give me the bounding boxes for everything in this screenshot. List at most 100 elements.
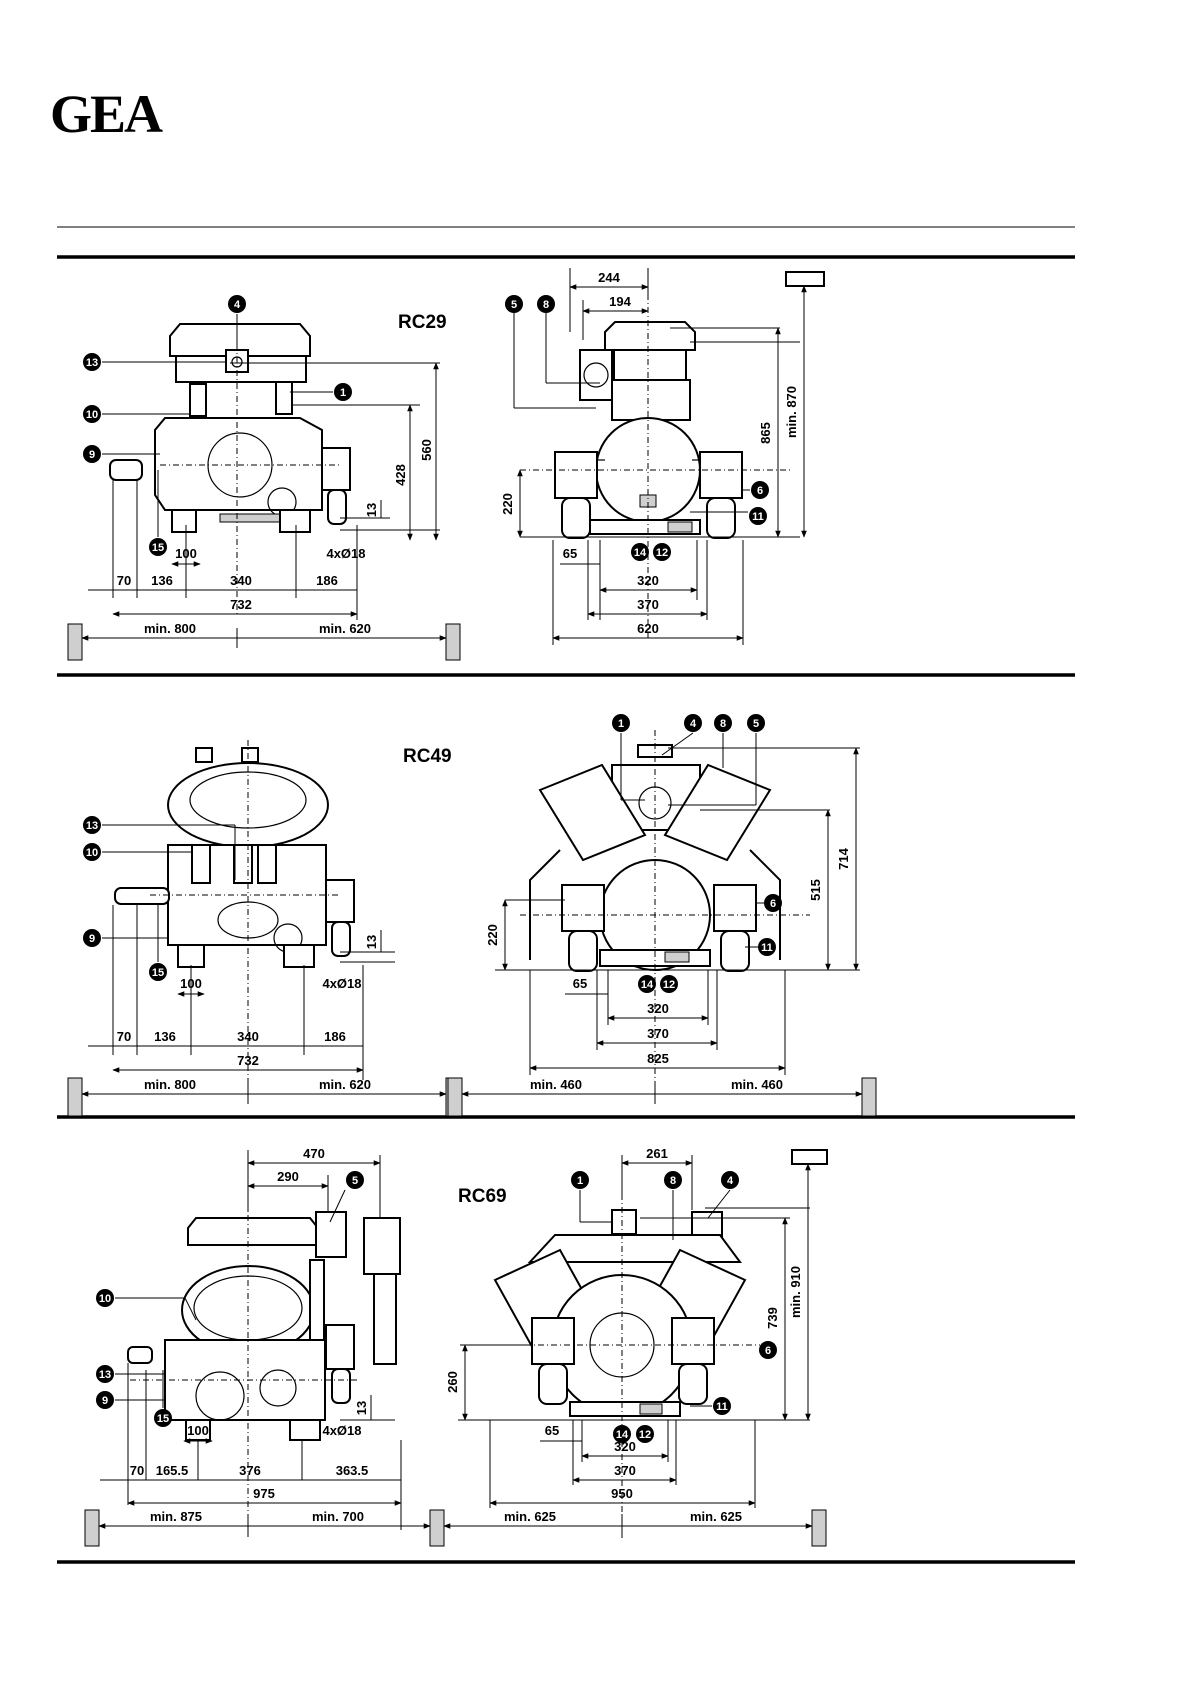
wall-block: [445, 623, 461, 661]
callout-badge: [537, 295, 555, 313]
callout-number: 5: [352, 1175, 358, 1187]
dim-total: 732: [237, 1053, 259, 1068]
dim-vertical: 220: [500, 493, 515, 515]
dim-vertical: min. 870: [784, 386, 799, 438]
callout-number: 8: [670, 1175, 676, 1187]
dim-bottom: 950: [611, 1486, 633, 1501]
callout-number: 9: [102, 1395, 108, 1407]
dim-clearance: min. 800: [144, 1077, 196, 1092]
wall-block: [447, 1077, 463, 1117]
dim-bottom: 186: [316, 573, 338, 588]
callout-badge: [346, 1171, 364, 1189]
callout-number: 14: [641, 979, 654, 991]
wall-block: [67, 1077, 83, 1117]
dim-bottom: 165.5: [156, 1463, 189, 1478]
logo-text: GEA: [50, 84, 163, 144]
callout-badge: [636, 1425, 654, 1443]
callout-number: 15: [152, 542, 164, 554]
callout-badge: [83, 445, 101, 463]
dim-bottom: 186: [324, 1029, 346, 1044]
callout-number: 13: [86, 820, 98, 832]
rc49-front-view: [495, 730, 860, 1100]
dim-bottom: 70: [130, 1463, 144, 1478]
dim-bottom: 65: [545, 1423, 559, 1438]
dim-bottom: 340: [237, 1029, 259, 1044]
callout-number: 12: [639, 1429, 651, 1441]
dim-vertical: 13: [354, 1401, 369, 1415]
dim-vertical: 13: [364, 503, 379, 517]
model-label: RC49: [403, 746, 452, 767]
callout-badge: [714, 714, 732, 732]
callout-number: 11: [716, 1401, 728, 1413]
rc49-front-dimensions: 220 515 714 65 320 370 825 min. 460 min.: [447, 747, 877, 1117]
callout-number: 5: [753, 718, 759, 730]
dim-clearance: min. 625: [504, 1509, 556, 1524]
callout-badge: [638, 975, 656, 993]
callout-badge: [749, 507, 767, 525]
dim-bottom: 825: [647, 1051, 669, 1066]
dim-bottom: 65: [563, 546, 577, 561]
dim-bottom: 370: [614, 1463, 636, 1478]
dim-bottom: 370: [647, 1026, 669, 1041]
callout-badge: [83, 843, 101, 861]
rc29-front-dimensions: 244 194 220 865 min. 870 65 320 370: [500, 268, 825, 645]
rc69-front-dimensions: 261 260 739 min. 910 65 320 370 950: [443, 1146, 828, 1547]
rc69-front-callouts: 1 8 4 6 11 14 12: [571, 1171, 777, 1443]
dim-bottom: 65: [573, 976, 587, 991]
callout-number: 15: [157, 1413, 169, 1425]
callout-badge: [759, 1341, 777, 1359]
callout-badge: [505, 295, 523, 313]
rc49-side-callouts: 13 10 9 15: [83, 816, 236, 981]
wall-block: [84, 1509, 100, 1547]
callout-badge: [334, 383, 352, 401]
dim-bottom: 320: [614, 1439, 636, 1454]
callout-badge: [96, 1365, 114, 1383]
callout-number: 5: [511, 299, 517, 311]
model-label: RC29: [398, 312, 447, 333]
callout-number: 9: [89, 933, 95, 945]
dim-total: 975: [253, 1486, 275, 1501]
sheet-block: [791, 1149, 828, 1165]
section-rc69: RC69 5 10: [84, 1146, 828, 1547]
dim-top: 470: [303, 1146, 325, 1161]
callout-badge: [149, 963, 167, 981]
rc69-front-view: [458, 1155, 810, 1540]
dim-bottom: 320: [647, 1001, 669, 1016]
dim-clearance: min. 700: [312, 1509, 364, 1524]
dim-bottom: 320: [637, 573, 659, 588]
gea-logo: GEA: [50, 84, 165, 144]
dim-bottom: 620: [637, 621, 659, 636]
callout-number: 8: [720, 718, 726, 730]
dim-bolt-spacing: 100: [187, 1423, 209, 1438]
dim-vertical: 13: [364, 935, 379, 949]
dim-clearance: min. 460: [530, 1077, 582, 1092]
callout-number: 9: [89, 449, 95, 461]
dim-top: 290: [277, 1169, 299, 1184]
dim-bottom: 363.5: [336, 1463, 369, 1478]
callout-badge: [83, 929, 101, 947]
callout-badge: [96, 1289, 114, 1307]
callout-badge: [154, 1409, 172, 1427]
callout-number: 13: [99, 1369, 111, 1381]
callout-number: 4: [690, 718, 697, 730]
dim-clearance: min. 460: [731, 1077, 783, 1092]
callout-badge: [613, 1425, 631, 1443]
rc29-side-callouts: 4 13 1 10 9 15: [83, 295, 352, 556]
callout-badge: [758, 938, 776, 956]
section-rc49: RC49 13: [67, 714, 877, 1117]
callout-number: 10: [86, 409, 98, 421]
callout-badge: [612, 714, 630, 732]
model-label: RC69: [458, 1186, 507, 1207]
dim-vertical: 428: [393, 464, 408, 486]
callout-badge: [713, 1397, 731, 1415]
dim-clearance: min. 875: [150, 1509, 202, 1524]
dim-vertical: 865: [758, 422, 773, 444]
dim-clearance: min. 620: [319, 1077, 371, 1092]
callout-number: 14: [616, 1429, 629, 1441]
rc69-side-callouts: 5 10 13 9 15: [96, 1171, 364, 1427]
rc29-front-view: [520, 268, 800, 640]
callout-number: 4: [234, 299, 241, 311]
callout-number: 14: [634, 547, 647, 559]
